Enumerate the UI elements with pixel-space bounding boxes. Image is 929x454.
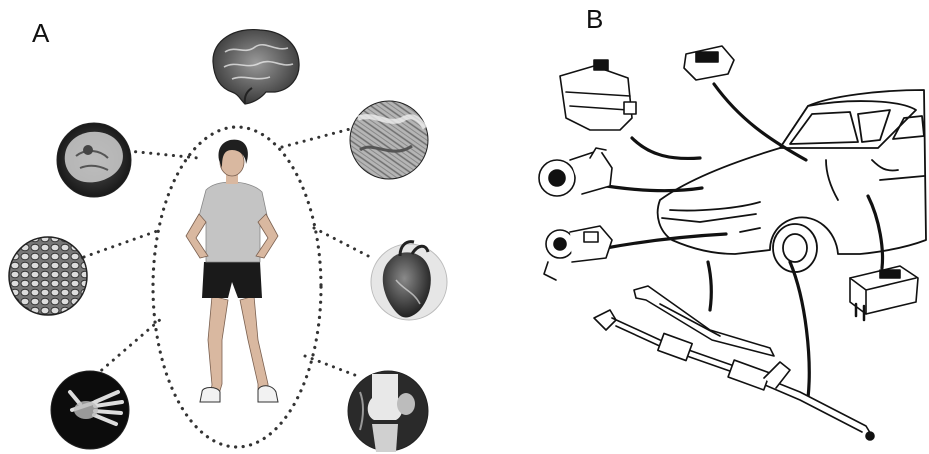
connector-skull <box>128 151 198 158</box>
knee-joint-image <box>348 371 428 452</box>
hand-xray-image <box>51 371 129 449</box>
relay-module-part <box>850 266 918 320</box>
skull-xray-image <box>57 123 131 197</box>
muscle-tissue-image <box>350 101 428 179</box>
car-illustration <box>658 90 926 272</box>
ecu-connector-part <box>684 46 734 80</box>
heart-image <box>371 242 447 320</box>
connector-muscle <box>282 129 350 147</box>
throttle-body-part <box>544 226 612 280</box>
brain-image <box>213 30 299 104</box>
steering-pump-part <box>539 148 612 196</box>
connector-heart <box>314 228 372 258</box>
steering-rack-part <box>594 310 874 440</box>
lead-steering-rack <box>790 262 809 398</box>
connector-hand <box>96 318 162 375</box>
lead-tie-rod <box>708 262 711 310</box>
panel-a <box>9 30 447 452</box>
bone-tissue-closeup-image <box>9 237 87 315</box>
lead-coolant-reservoir <box>632 138 700 158</box>
woman-figure <box>186 140 278 402</box>
connector-bone-tissue <box>84 230 160 257</box>
panel-b <box>539 46 926 440</box>
tie-rod-part <box>634 286 774 356</box>
coolant-reservoir-part <box>560 60 636 130</box>
connector-knee <box>305 356 360 377</box>
